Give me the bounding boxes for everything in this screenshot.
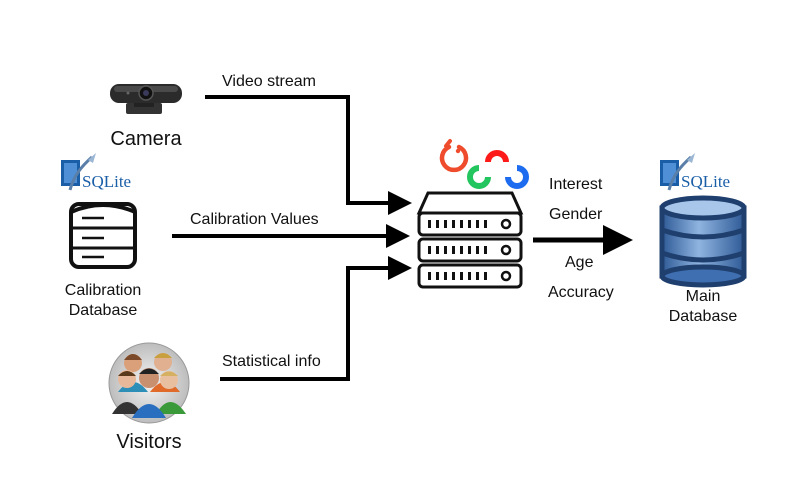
- sqlite-logo-icon: [61, 153, 96, 191]
- node-label-visitors: Visitors: [116, 431, 182, 453]
- node-label-main-db-line1: Main: [685, 288, 721, 305]
- arrow-video-stream: [205, 95, 412, 215]
- edge-label-video-stream: Video stream: [222, 73, 316, 90]
- sqlite-badge-text: SQLite: [681, 172, 731, 191]
- webcam-icon: [110, 84, 182, 114]
- output-label: Age: [565, 254, 594, 271]
- node-label-calibration-line2: Database: [68, 302, 138, 319]
- database-icon: [659, 195, 747, 288]
- opencv-logo-icon: [467, 150, 529, 189]
- output-label: Gender: [549, 206, 603, 223]
- server-rack-icon: [416, 191, 524, 289]
- database-icon: [69, 202, 137, 269]
- edge-label-statistical-info: Statistical info: [222, 353, 321, 370]
- people-group-icon: [108, 342, 190, 424]
- edge-label-calibration-values: Calibration Values: [190, 211, 319, 228]
- node-label-calibration-line1: Calibration: [64, 282, 142, 299]
- output-label: Interest: [549, 176, 603, 193]
- sqlite-badge-text: SQLite: [82, 172, 132, 191]
- output-label: Accuracy: [548, 284, 614, 301]
- arrow-statistical-info: [220, 256, 412, 381]
- node-label-camera: Camera: [110, 128, 182, 150]
- node-label-main-db-line2: Database: [668, 308, 738, 325]
- pytorch-logo-icon: [439, 139, 469, 173]
- sqlite-logo-icon: [660, 153, 695, 191]
